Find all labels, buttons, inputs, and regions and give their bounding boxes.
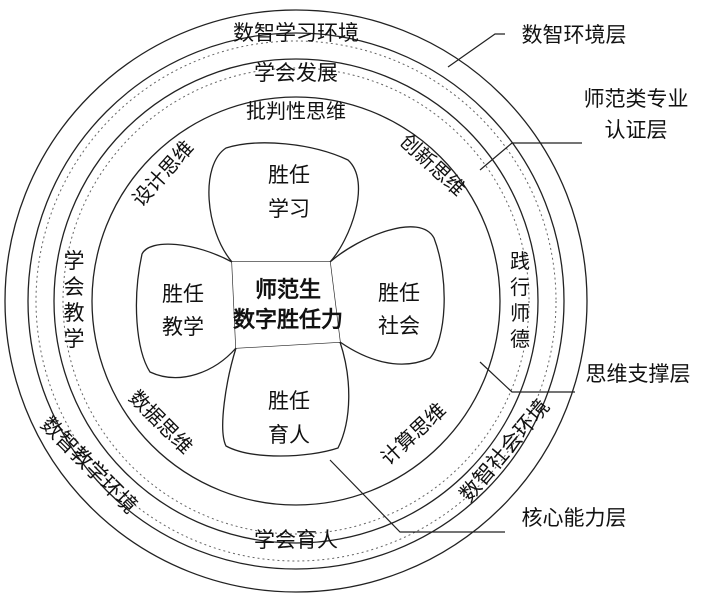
leader-lines [329, 33, 582, 533]
petal-right-line2: 社会 [378, 314, 420, 338]
cert-left-char-3: 教 [64, 301, 85, 325]
leader-env [447, 33, 505, 68]
center-line2: 数字胜任力 [233, 307, 343, 333]
thinking-top-label: 批判性思维 [246, 99, 346, 123]
cert-bottom-label: 学会育人 [254, 528, 338, 552]
thinking-right-char-1: 践 [510, 249, 530, 273]
petal-bottom-line2: 育人 [268, 423, 310, 447]
rings [4, 9, 588, 593]
petal-right [329, 226, 445, 365]
center-line1: 师范生 [255, 277, 321, 303]
callout-thinking-layer: 思维支撑层 [586, 362, 691, 386]
thinking-right-char-3: 师 [510, 301, 530, 325]
env-lower-left-label: 数智教学环境 [36, 412, 142, 518]
env-ring-outer [4, 9, 588, 593]
env-ring-dash [35, 40, 557, 562]
leader-thinking [479, 361, 575, 393]
thinking-right-char-2: 行 [510, 275, 530, 299]
petal-right-line1: 胜任 [378, 281, 420, 305]
petal-top-line1: 胜任 [268, 163, 310, 187]
env-ring-inner [27, 32, 565, 570]
thinking-lower-right-label: 计算思维 [376, 398, 451, 470]
cert-left-char-4: 学 [64, 327, 85, 351]
callout-env-layer: 数智环境层 [522, 23, 627, 47]
cert-left-char-1: 学 [64, 249, 85, 273]
center-core [232, 262, 340, 348]
callout-core-layer: 核心能力层 [522, 506, 627, 530]
thinking-right-char-4: 德 [510, 327, 530, 351]
thinking-right-vertical-label: 践 行 师 德 [510, 249, 530, 351]
petal-bottom-line1: 胜任 [268, 389, 310, 413]
cert-ring-inner [53, 58, 539, 544]
cert-top-label: 学会发展 [254, 61, 338, 85]
callout-cert-layer-line2: 认证层 [605, 118, 668, 142]
petal-top [208, 142, 360, 263]
petal-left [135, 243, 237, 379]
petal-left-line1: 胜任 [162, 282, 204, 306]
cert-left-char-2: 会 [64, 275, 85, 299]
leader-cert [479, 142, 582, 171]
thinking-lower-left-label: 数据思维 [124, 385, 198, 459]
env-lower-right-label: 数智社会环境 [455, 395, 554, 507]
petals [135, 142, 445, 457]
petal-top-line2: 学习 [268, 197, 310, 221]
cert-left-vertical-label: 学 会 教 学 [64, 249, 85, 351]
leader-core [329, 459, 505, 533]
thinking-ring-inner [91, 96, 501, 506]
petal-left-line2: 教学 [162, 315, 204, 339]
thinking-upper-right-label: 创新思维 [395, 129, 470, 201]
cert-ring-dash [62, 67, 530, 535]
callout-cert-layer-line1: 师范类专业 [584, 87, 689, 111]
petal-bottom [222, 341, 350, 457]
env-top-label: 数智学习环境 [233, 21, 359, 45]
